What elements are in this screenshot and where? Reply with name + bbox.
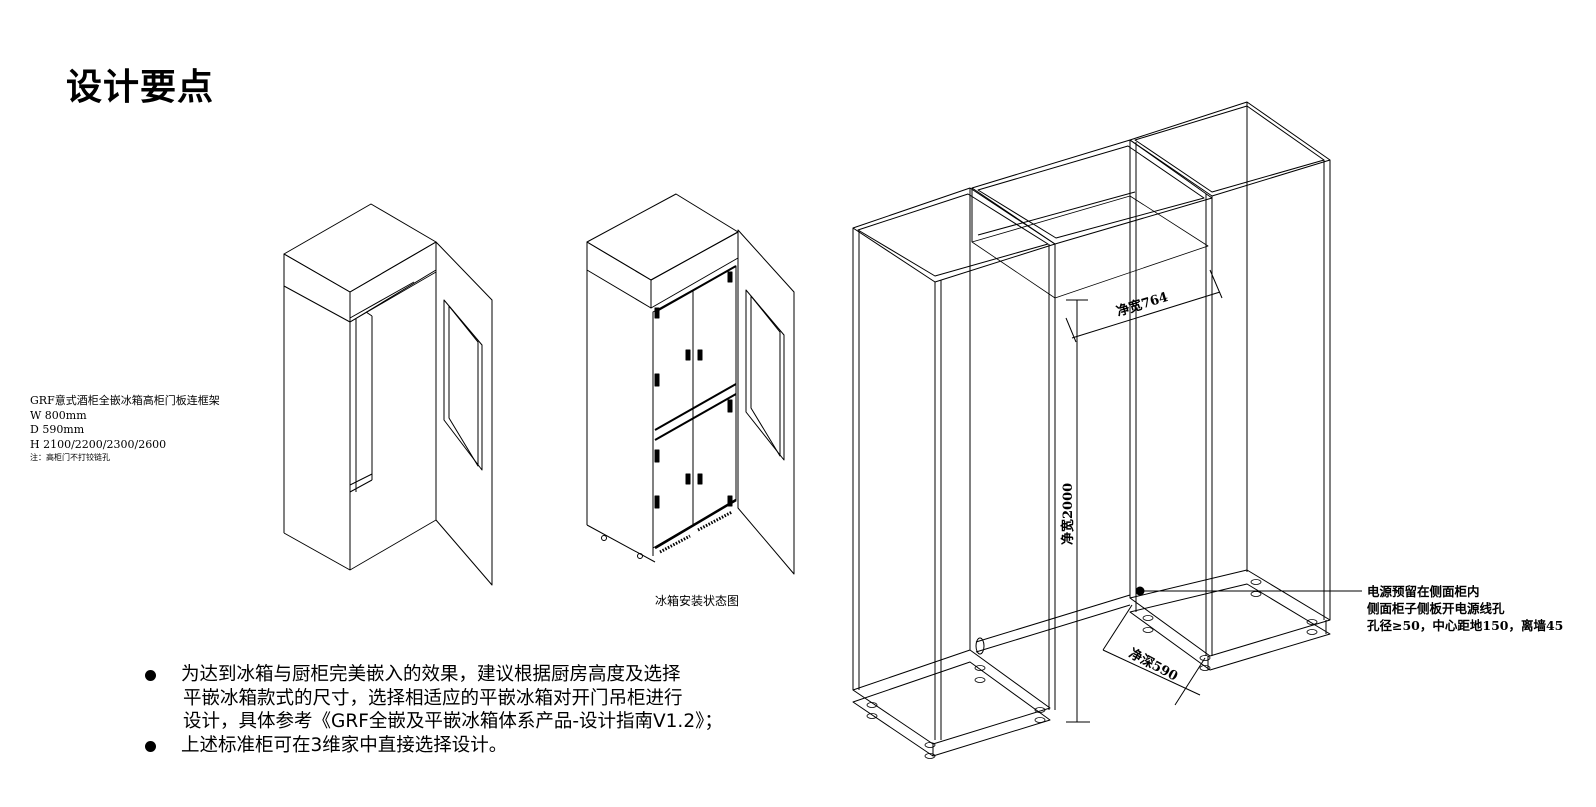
annotation-line-3: 孔径≥50，中心距地150，离墙45 [1367,618,1564,633]
spec-width: W 800mm [30,408,87,422]
bullet-line: 平嵌冰箱款式的尺寸，选择相适应的平嵌冰箱对开门吊柜进行 [183,687,683,709]
spec-depth: D 590mm [30,423,85,436]
bullet-line: 设计，具体参考《GRF全嵌及平嵌冰箱体系产品-设计指南V1.2》； [183,711,723,732]
bullet-line: 为达到冰箱与厨柜完美嵌入的效果，建议根据厨房高度及选择 [181,664,681,685]
spec-height: H 2100/2200/2300/2600 [30,437,167,451]
empty-cabinet-drawing [283,203,493,586]
list-item: 上述标准柜可在3维家中直接选择设计。 [145,734,723,758]
bullet-icon [145,670,156,681]
installed-fridge-drawing [586,193,795,575]
spec-block: GRF意式酒柜全嵌冰箱高柜门板连框架 W 800mm D 590mm H 210… [30,394,220,464]
power-outlet-annotation: 电源预留在侧面柜内 侧面柜子侧板开电源线孔 孔径≥50，中心距地150，离墙45 [1367,583,1563,634]
dimension-clear-height: 净宽2000 [1060,483,1076,545]
dimension-clear-width: 净宽764 [1114,289,1169,320]
design-notes-list: 为达到冰箱与厨柜完美嵌入的效果，建议根据厨房高度及选择 平嵌冰箱款式的尺寸，选择… [145,663,723,757]
page-title: 设计要点 [66,67,215,108]
bullet-icon [145,740,156,752]
spec-name: GRF意式酒柜全嵌冰箱高柜门板连框架 [30,394,220,407]
spec-note: 注：高柜门不打铰链孔 [30,453,110,462]
cabinet-frame-drawing [852,101,1362,759]
annotation-line-2: 侧面柜子侧板开电源线孔 [1367,601,1505,616]
bullet-line: 上述标准柜可在3维家中直接选择设计。 [181,734,508,756]
list-item: 为达到冰箱与厨柜完美嵌入的效果，建议根据厨房高度及选择 平嵌冰箱款式的尺寸，选择… [145,663,723,734]
figure-caption: 冰箱安装状态图 [655,594,740,608]
annotation-line-1: 电源预留在侧面柜内 [1367,584,1480,599]
